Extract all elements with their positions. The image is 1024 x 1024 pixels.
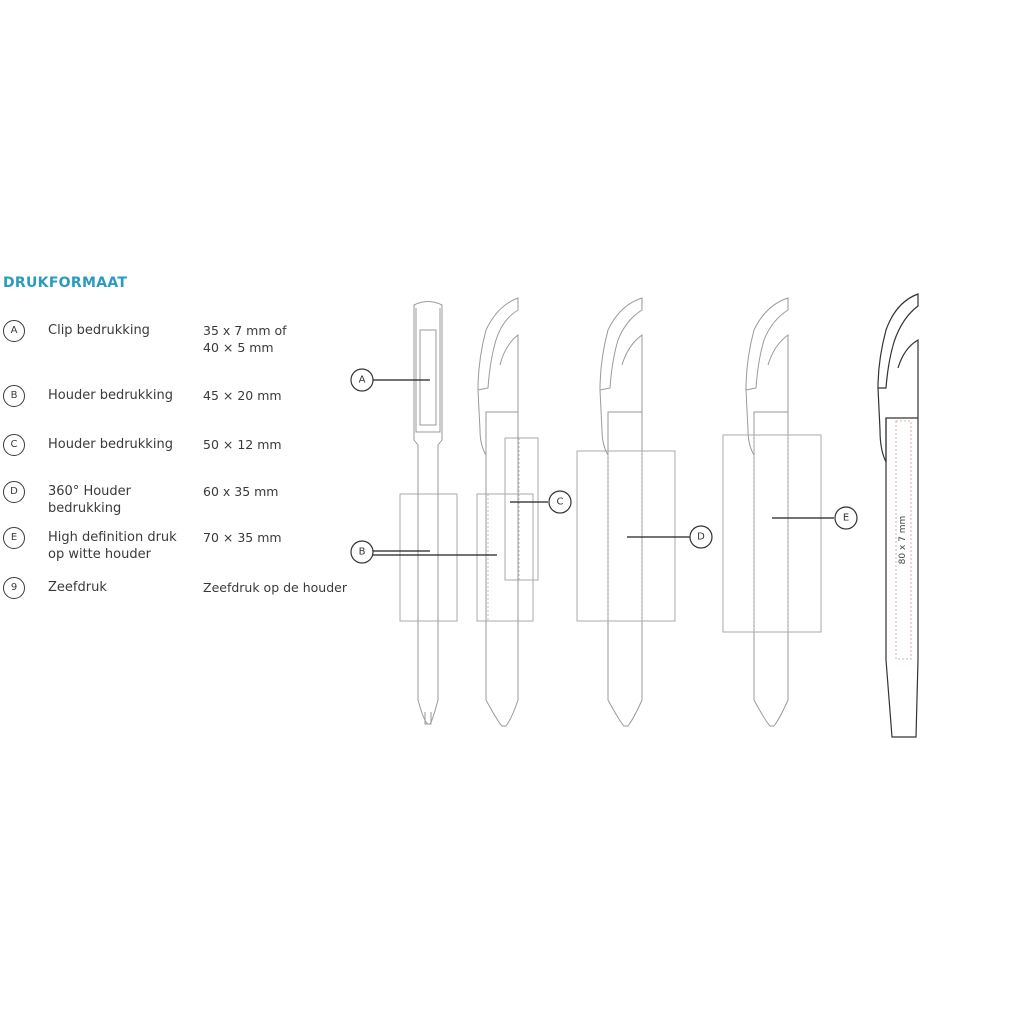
callout-b-label: B [359,547,366,558]
legend-row-a: A Clip bedrukking 35 x 7 mm of 40 × 5 mm [0,320,380,360]
pen-side-view-3 [722,297,822,727]
legend-label: Houder bedrukking [48,388,173,403]
pen-side-view-2 [576,297,676,727]
legend-size: 50 × 12 mm [203,437,282,452]
pen-front-view [399,301,458,725]
badge-a: A [3,320,25,342]
print-area-c [504,437,539,581]
legend-row-e: E High definition druk op witte houder 7… [0,527,380,567]
print-area-e [722,434,822,633]
legend-size: 35 x 7 mm of 40 × 5 mm [203,323,287,355]
legend-row-c: C Houder bedrukking 50 × 12 mm [0,434,380,474]
legend-label: 360° Houder bedrukking [48,484,132,516]
badge-e: E [3,527,25,549]
callout-d: D [689,525,713,549]
legend-label: Zeefdruk [48,580,107,595]
badge-c: C [3,434,25,456]
legend-size: Zeefdruk op de houder [203,580,347,595]
legend-row-d: D 360° Houder bedrukking 60 x 35 mm [0,481,380,521]
callout-a: A [350,368,374,392]
legend-label: High definition druk op witte houder [48,530,177,562]
legend-label: Clip bedrukking [48,323,150,338]
legend-row-9: 9 Zeefdruk Zeefdruk op de houder [0,577,380,617]
print-area-screenprint [895,420,912,660]
print-area-b-front [399,493,458,622]
legend-row-b: B Houder bedrukking 45 × 20 mm [0,385,380,425]
badge-9: 9 [3,577,25,599]
legend-size: 70 × 35 mm [203,530,282,545]
legend-label: Houder bedrukking [48,437,173,452]
legend-size: 60 x 35 mm [203,484,279,499]
callout-c: C [548,490,572,514]
pen-side-view-1 [476,297,539,727]
legend-size: 45 × 20 mm [203,388,282,403]
callout-b: B [350,540,374,564]
callout-a-label: A [359,375,366,386]
callout-d-label: D [697,532,705,543]
pen-side-view-screenprint: 80 x 7 mm [877,293,919,738]
callout-e-label: E [843,513,849,524]
badge-d: D [3,481,25,503]
section-heading: DRUKFORMAAT [3,275,128,291]
badge-b: B [3,385,25,407]
callout-c-label: C [557,497,564,508]
dimension-label: 80 x 7 mm [898,516,908,565]
print-area-d [576,450,676,622]
callout-e: E [834,506,858,530]
